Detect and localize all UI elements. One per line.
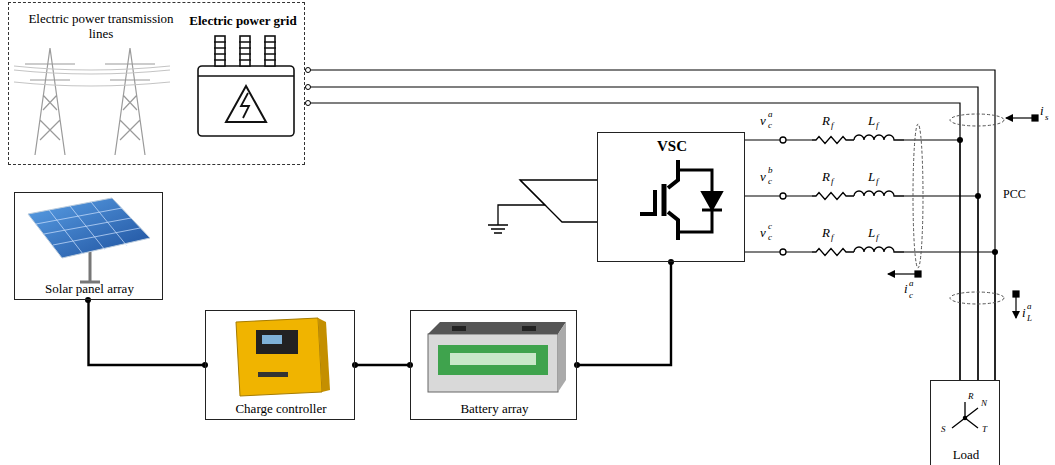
dc-wire [355, 364, 410, 366]
subscript-label: N [981, 399, 987, 408]
subscript-label: f [876, 177, 879, 186]
subscript-label: c [768, 177, 772, 186]
subscript-label: a [909, 279, 914, 288]
signal-label: L [868, 226, 875, 239]
current-sensor [913, 114, 1004, 304]
subscript-label: f [831, 177, 834, 186]
subscript-label: R [968, 392, 974, 401]
subscript-label: a [1027, 302, 1032, 311]
signal-label: R [822, 114, 830, 127]
grid-region: Electric power transmission linesElectri… [8, 2, 305, 165]
signal-label: v [760, 170, 766, 183]
sensor-arrow [888, 115, 1038, 318]
signal-label: v [760, 114, 766, 127]
component-box: Charge controller [205, 310, 355, 420]
battery-illustration [428, 322, 566, 392]
signal-label: R [822, 170, 830, 183]
node-label: Load [931, 447, 1001, 462]
signal-label: PCC [1003, 188, 1026, 200]
node-label: Battery array [411, 401, 578, 416]
load-box: Load [930, 380, 1000, 465]
node-label: Solar panel array [15, 281, 164, 296]
subscript-label: f [831, 121, 834, 130]
dc-wire [577, 262, 671, 365]
subscript-label: c [768, 233, 772, 242]
igbt-symbol [640, 160, 722, 240]
dc-link-ground [488, 180, 597, 233]
signal-label: v [760, 226, 766, 239]
transformer-illustration [198, 36, 294, 136]
ac-line [305, 70, 995, 380]
signal-label: R [822, 226, 830, 239]
node-label: VSC [598, 137, 746, 155]
subscript-label: f [876, 233, 879, 242]
node-label: Charge controller [206, 401, 356, 416]
signal-label: i [1040, 104, 1044, 117]
subscript-label: f [831, 233, 834, 242]
subscript-label: s [1045, 113, 1049, 122]
subscript-label: S [941, 425, 946, 434]
subscript-label: f [876, 121, 879, 130]
signal-label: L [868, 170, 875, 183]
signal-label: i [1022, 306, 1026, 319]
terminal-dot [306, 68, 311, 106]
signal-label: i [904, 282, 908, 295]
subscript-label: b [768, 166, 773, 175]
converter-box: VSC [597, 132, 745, 262]
dc-wire [89, 300, 206, 365]
subscript-label: a [768, 110, 773, 119]
subscript-label: L [1027, 314, 1032, 323]
junction-dot [85, 137, 998, 368]
component-box: Solar panel array [14, 192, 163, 300]
ac-line [305, 87, 978, 380]
ac-line [745, 252, 995, 380]
subscript-label: c [768, 121, 772, 130]
star-load-symbol [952, 402, 978, 428]
node-label: Electric power grid [183, 13, 303, 28]
solar-panel-illustration [28, 198, 150, 282]
subscript-label: T [982, 425, 987, 434]
ac-line [305, 103, 960, 380]
charge-controller-illustration [236, 318, 330, 396]
node-label: Electric power transmission lines [21, 11, 181, 41]
component-box: Battery array [410, 310, 577, 420]
ac-line [745, 196, 978, 380]
ac-line [745, 140, 960, 380]
pylon-illustration [14, 48, 170, 155]
subscript-label: c [909, 291, 913, 300]
signal-label: L [868, 114, 875, 127]
filter-symbols [780, 135, 904, 257]
subscript-label: c [768, 222, 772, 231]
